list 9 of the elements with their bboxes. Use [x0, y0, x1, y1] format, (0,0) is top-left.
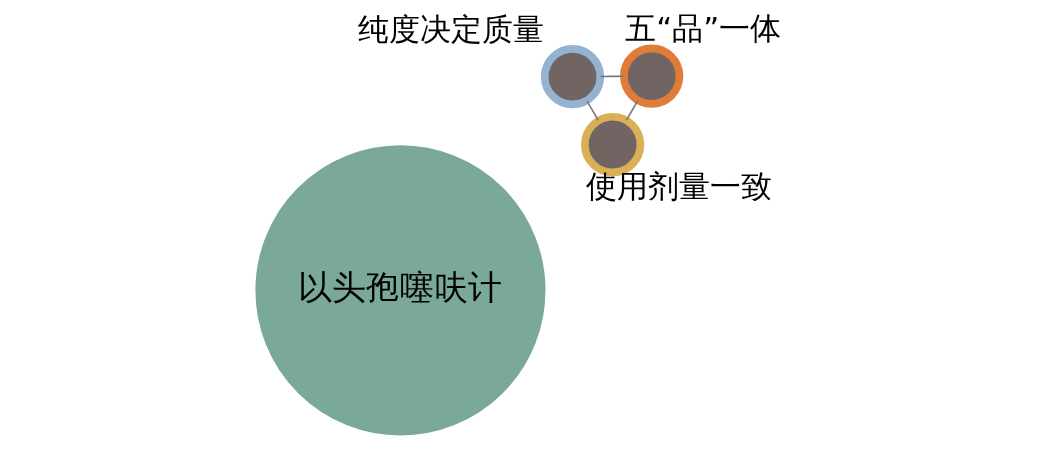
node-label: 使用剂量一致 — [585, 167, 772, 204]
connector — [586, 100, 600, 122]
node-circle — [540, 45, 605, 109]
node-label: 五“品”一体 — [625, 10, 782, 47]
node-label: 纯度决定质量 — [357, 10, 544, 47]
connector — [625, 100, 639, 121]
node-circle: 以头孢噻呋计 — [255, 145, 546, 436]
node-circle — [620, 44, 684, 108]
connector — [599, 75, 625, 78]
